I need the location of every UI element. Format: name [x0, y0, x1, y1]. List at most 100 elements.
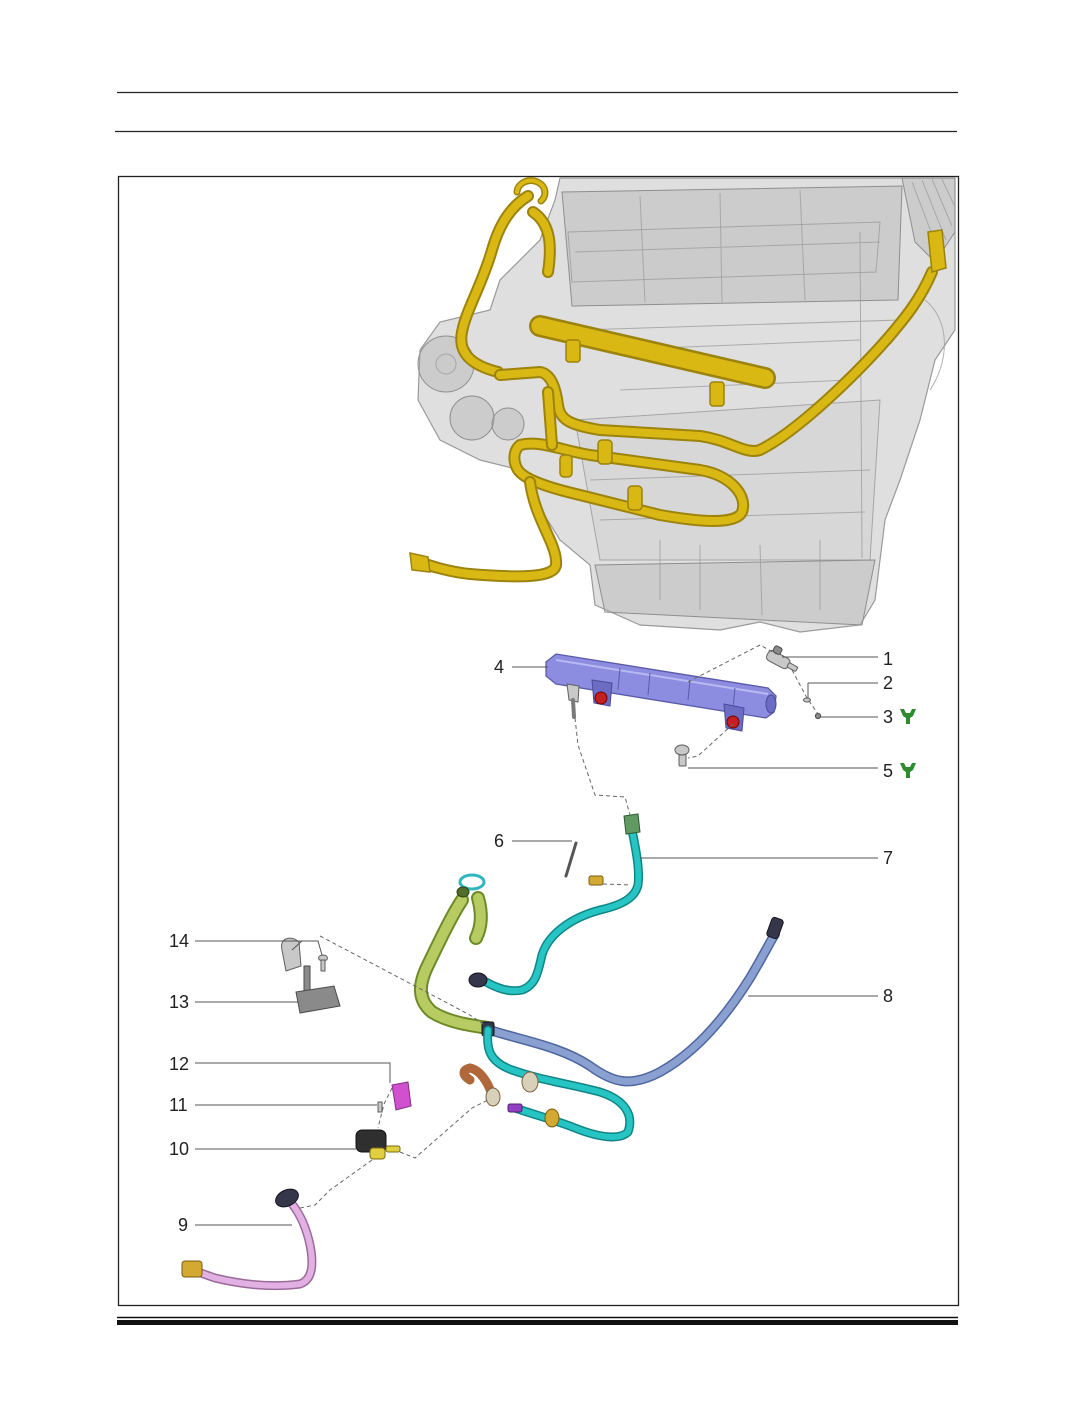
riser-line	[548, 392, 552, 445]
callout-3: 3	[883, 707, 893, 727]
fuel-supply-line-tube	[486, 830, 639, 991]
callout-10: 10	[169, 1139, 189, 1159]
assembly-line-valve-elbow	[399, 1099, 489, 1159]
leader-2	[807, 682, 878, 698]
callout-1: 1	[883, 649, 893, 669]
cylinder-head	[561, 185, 903, 307]
assembly-line-rail-bolt	[687, 723, 734, 759]
callout-6: 6	[494, 831, 504, 851]
bracket-upright	[303, 965, 311, 993]
clamp-body	[281, 937, 302, 972]
purge-hose-end-cap	[275, 1188, 299, 1208]
fuel-supply-connector-bottom	[468, 972, 488, 988]
crank-pulley-hub	[435, 353, 457, 375]
torque-wrench-icon	[900, 763, 916, 778]
purge-tube-cap	[456, 886, 470, 898]
intake-manifold	[567, 221, 881, 283]
assembly-line-bracket-valve	[377, 1087, 393, 1129]
callout-13: 13	[169, 992, 189, 1012]
idler-pulley	[491, 407, 525, 441]
canister-line-loop	[459, 1030, 630, 1137]
torque-wrench-icon-shape	[900, 709, 916, 724]
callout-2: 2	[883, 673, 893, 693]
engine-assembly	[417, 177, 956, 633]
purge-tube	[421, 873, 488, 1028]
purge-control-valve	[355, 1129, 401, 1160]
rail-inlet-pipe	[571, 698, 576, 719]
fuel-injector	[765, 645, 798, 672]
fuel-supply-connector-top	[623, 813, 641, 835]
injector-connector	[772, 645, 783, 655]
fuel-supply-line	[468, 813, 641, 991]
support-rod	[564, 841, 578, 878]
footer-rule-thick	[117, 1320, 958, 1325]
assembly-line-clamp-tube	[319, 935, 487, 1027]
callout-7: 7	[883, 848, 893, 868]
rail-mounting-bolt	[674, 744, 690, 767]
purge-hose-outline	[194, 1204, 312, 1286]
valve-bracket	[391, 1081, 412, 1111]
callout-5: 5	[883, 761, 893, 781]
installed-rail-mount-right	[709, 381, 725, 407]
fuel-rail	[545, 653, 777, 732]
vapor-line-tube	[490, 934, 775, 1081]
rail-mount-port-right	[726, 715, 740, 729]
assembly-lines	[299, 644, 819, 1209]
loop-fitting-1	[597, 439, 613, 465]
callout-12: 12	[169, 1054, 189, 1074]
assembly-line-rail-supply	[574, 717, 631, 816]
injector-bolt	[814, 712, 822, 720]
callout-4: 4	[494, 657, 504, 677]
assembly-line-rail-injector	[687, 644, 777, 683]
loop-fitting-silver	[521, 1071, 539, 1093]
valve-bracket-bolt	[377, 1101, 383, 1113]
assembly-line-valve-hose	[299, 1159, 373, 1209]
fuel-supply-line-outline	[486, 830, 639, 991]
assembly-line-fitting	[602, 883, 631, 886]
loop-fitting-2	[627, 485, 643, 511]
rail-mount-port-left	[594, 691, 608, 705]
purge-tail	[420, 482, 556, 576]
accessory-pulley	[449, 395, 495, 441]
callout-labels: 1 2 3 4 5 6 7 8 9 10 11 12 13 14	[169, 649, 893, 1235]
left-line-connector	[409, 552, 431, 573]
copper-elbow	[459, 1063, 497, 1100]
leader-12	[195, 1062, 391, 1083]
loop-fitting-purple	[507, 1103, 523, 1113]
vapor-line-end-connector	[766, 916, 784, 940]
right-line-connector	[927, 229, 947, 273]
purge-hose-connector	[181, 1260, 203, 1278]
engine-fuel-lines	[409, 177, 947, 577]
mounting-bracket	[295, 965, 341, 1014]
leader-lines	[195, 656, 878, 1226]
valve-cap	[369, 1147, 386, 1160]
purge-hose	[181, 1188, 312, 1286]
purge-tube-branch	[476, 898, 481, 938]
fuel-rail-end-cap	[765, 694, 777, 714]
figure-frame	[117, 175, 960, 1307]
air-duct-ribs	[911, 178, 955, 251]
small-fitting	[588, 875, 604, 886]
fuel-rail-ridges	[617, 667, 736, 709]
leader-14	[195, 940, 323, 956]
fuel-rail-highlight	[555, 659, 769, 695]
vapor-return-line	[481, 916, 784, 1082]
clamp-bolt-shank	[320, 959, 326, 972]
torque-wrench-icon	[900, 709, 916, 724]
assembly-line-injector-bolt	[791, 669, 819, 715]
valve-nozzle	[385, 1145, 401, 1153]
loop-fitting-gold	[544, 1108, 560, 1128]
bracket-plate	[295, 985, 341, 1014]
rail-inlet-nipple	[566, 683, 580, 703]
callout-11: 11	[169, 1095, 188, 1115]
torque-wrench-icon-shape	[900, 763, 916, 778]
installed-rail-mount-left	[565, 339, 581, 363]
loop-fitting-3	[559, 454, 573, 478]
tube-clip-ring-face	[515, 178, 547, 203]
callout-14: 14	[169, 931, 189, 951]
callout-8: 8	[883, 986, 893, 1006]
installed-fuel-rail	[531, 317, 774, 387]
injector-nozzle	[786, 662, 798, 672]
callout-9: 9	[178, 1215, 188, 1235]
